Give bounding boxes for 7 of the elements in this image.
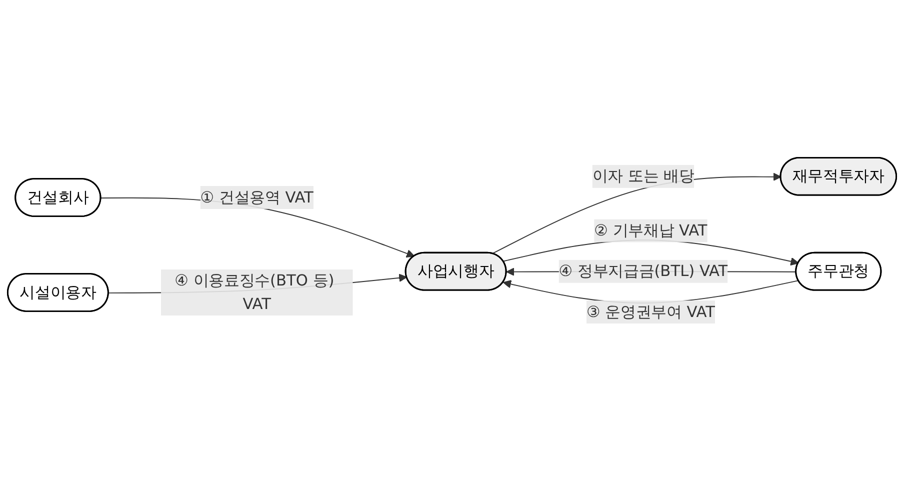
edge-label: ① 건설용역 VAT xyxy=(200,188,314,206)
edge-label: ③ 운영권부여 VAT xyxy=(586,302,715,321)
edge-label: ② 기부채납 VAT xyxy=(594,221,708,240)
edge-label: ④ 정부지급금(BTL) VAT xyxy=(558,262,728,280)
edge-label: ④ 이용료징수(BTO 등) VAT xyxy=(174,271,334,313)
arrow xyxy=(492,172,782,254)
edge-label: 이자 또는 배당 xyxy=(592,166,694,185)
